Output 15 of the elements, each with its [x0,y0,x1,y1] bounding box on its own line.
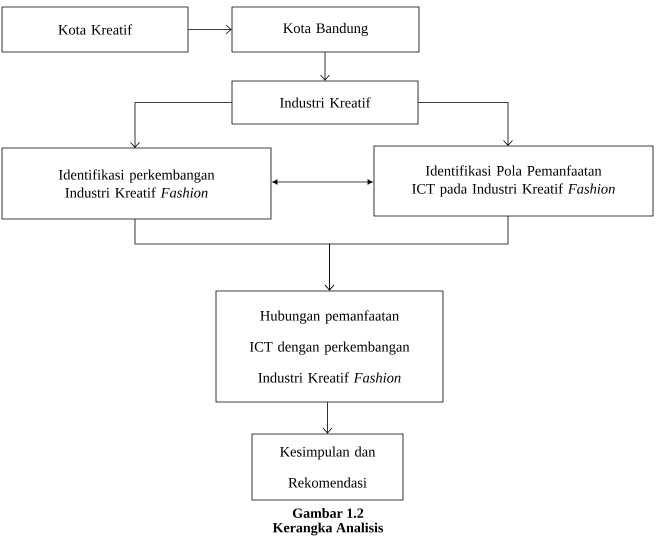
arrow [322,402,332,434]
process-box: Identifikasi perkembangan Industri Kreatif Fashion [2,148,272,220]
process-box: Identifikasi Pola Pemanfaatan ICT pada Industri Kreatif Fashion [374,146,654,216]
process-box: Industri Kreatif [232,80,418,124]
process-box: Kota Bandung [232,6,420,52]
arrow [272,179,373,185]
caption-text: Kerangka Analisis [272,522,384,536]
arrow [320,52,330,81]
process-box: Kota Kreatif [2,6,188,52]
arrow [324,216,508,291]
arrow [418,102,513,146]
arrow [188,24,232,34]
arrow [130,102,232,148]
process-box: Hubungan pemanfaatan ICT dengan perkembangan Industri Kreatif Fashion [216,290,444,402]
process-box: Kesimpulan dan Rekomendasi [252,434,404,500]
